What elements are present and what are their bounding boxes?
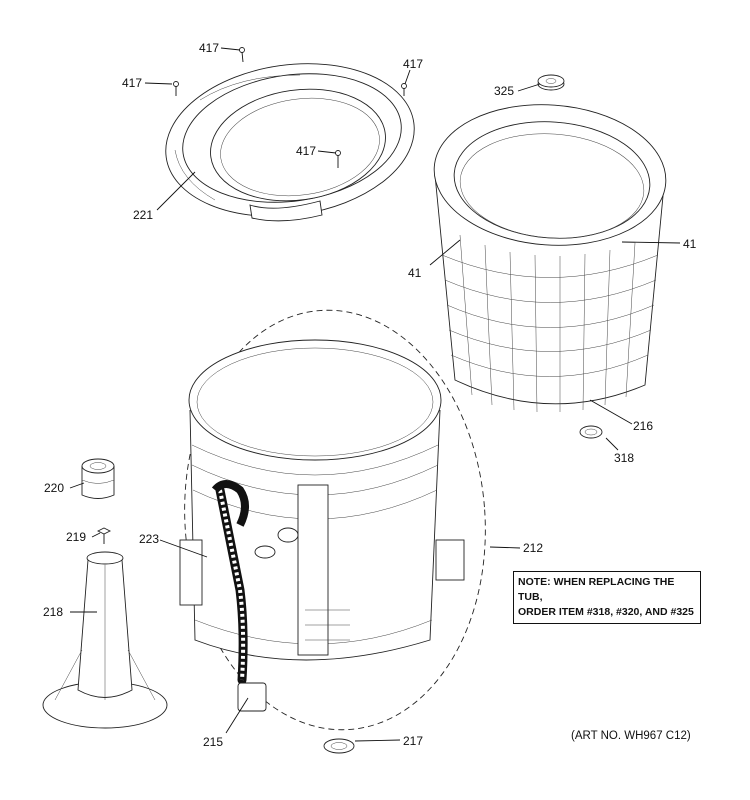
seal-318[interactable] <box>579 425 603 439</box>
screw-417-center[interactable] <box>335 150 341 169</box>
callout-417-center: 417 <box>296 144 316 158</box>
callout-417-left: 417 <box>122 76 142 90</box>
callout-325: 325 <box>494 84 514 98</box>
screw-219[interactable] <box>96 527 112 544</box>
callout-219: 219 <box>66 530 86 544</box>
callout-216: 216 <box>633 419 653 433</box>
pedestal-stand[interactable] <box>42 551 168 729</box>
screw-417-top[interactable] <box>239 47 245 63</box>
callout-41-left: 41 <box>408 266 422 280</box>
callout-318: 318 <box>614 451 634 465</box>
callout-215: 215 <box>203 735 223 749</box>
callout-220: 220 <box>44 481 64 495</box>
callout-223: 223 <box>139 532 159 546</box>
note-line-1: NOTE: WHEN REPLACING THE TUB, <box>518 576 675 603</box>
tub-cover-ring[interactable] <box>156 48 424 231</box>
callout-labels: 417 417 417 417 325 221 41 41 216 318 22… <box>43 41 697 749</box>
callout-212: 212 <box>523 541 543 555</box>
leader-lines <box>69 47 681 742</box>
wash-basket[interactable] <box>429 97 670 413</box>
tub-assembly-outline <box>184 309 486 731</box>
seal-217[interactable] <box>323 738 355 754</box>
note-line-2: ORDER ITEM #318, #320, AND #325 <box>518 606 694 618</box>
callout-218: 218 <box>43 605 63 619</box>
callout-417-top: 417 <box>199 41 219 55</box>
outer-tub[interactable] <box>179 339 465 661</box>
screw-417-left[interactable] <box>173 81 179 97</box>
replacement-note: NOTE: WHEN REPLACING THE TUB, ORDER ITEM… <box>513 571 701 624</box>
callout-221: 221 <box>133 208 153 222</box>
callout-41-right: 41 <box>683 237 697 251</box>
callout-417-right: 417 <box>403 57 423 71</box>
screw-417-right[interactable] <box>401 83 407 97</box>
drive-coupling[interactable] <box>81 458 115 499</box>
drain-hose[interactable] <box>211 480 267 712</box>
callout-217: 217 <box>403 734 423 748</box>
hub-nut[interactable] <box>537 74 565 91</box>
art-number: (ART NO. WH967 C12) <box>571 730 691 742</box>
